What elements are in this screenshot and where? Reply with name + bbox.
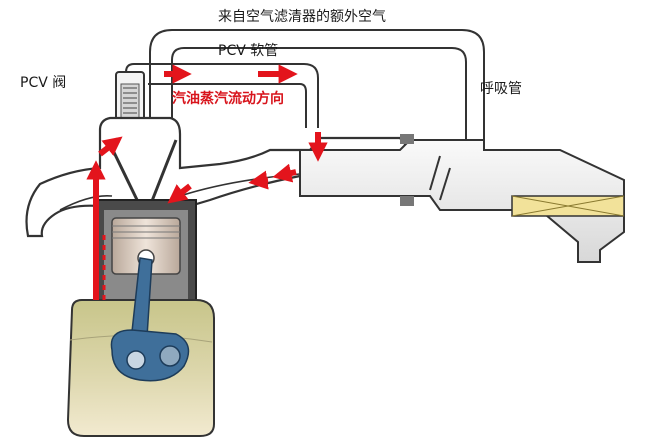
intake-duct [299,134,625,263]
flow-arrow-duct-1 [272,163,297,183]
extra-air-tube [149,29,485,200]
cylinder-head [25,116,432,302]
piston [111,217,181,275]
label-pcv-valve: PCV 阀 [20,75,67,91]
flow-arrows [86,64,328,300]
pcv-hose [125,63,319,128]
label-breather: 呼吸管 [480,81,522,97]
flow-arrow-to-valve [98,136,123,157]
flow-arrow-duct-2 [248,170,269,190]
label-extra-air: 来自空气滤清器的额外空气 [218,9,386,25]
connecting-rod [110,257,190,382]
label-pcv-hose: PCV 软管 [218,43,279,59]
flow-arrow-to-port [167,183,192,204]
air-filter [511,195,625,217]
label-flow-direction: 汽油蒸汽流动方向 [172,91,284,107]
